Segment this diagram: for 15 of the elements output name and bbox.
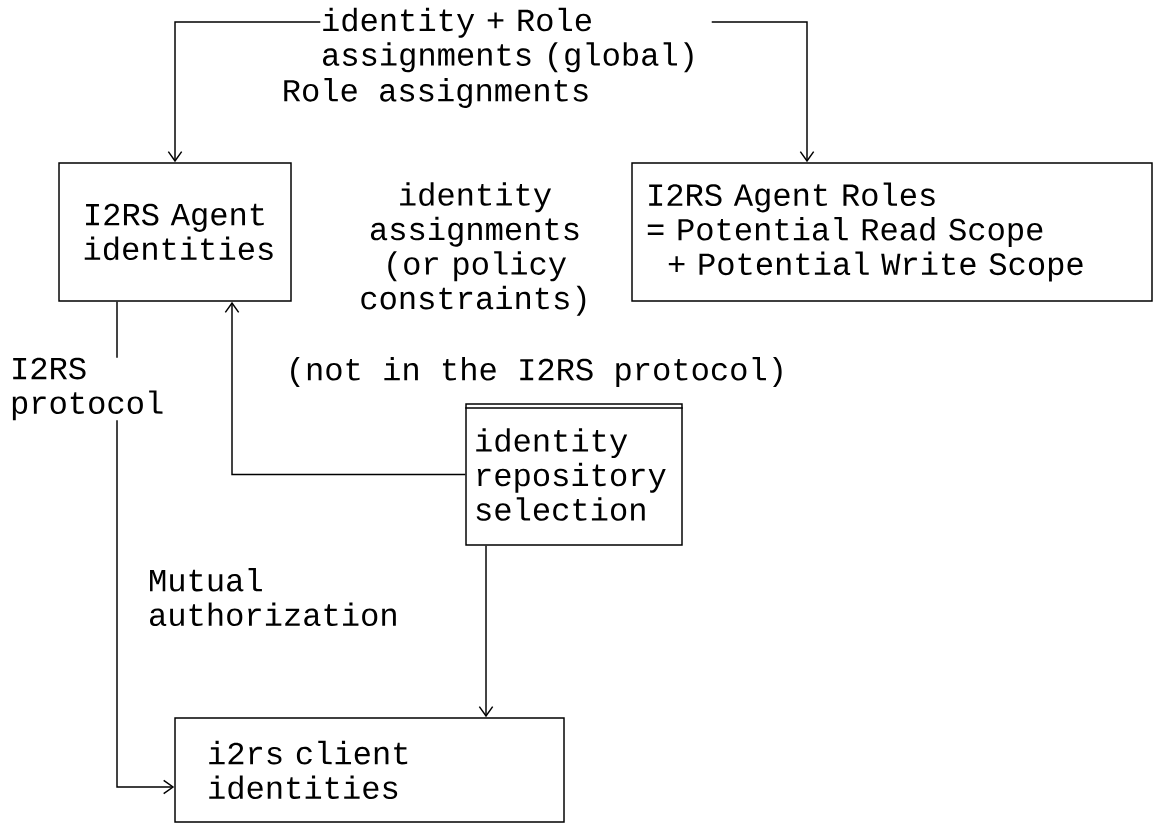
repository-box: identity repository selection — [464, 403, 684, 546]
process-box: I2RS Agent identities — [58, 162, 292, 302]
arrow — [711, 21, 815, 163]
note-label: identity assignments (or policy constraints) — [361, 182, 586, 316]
process-box: i2rs client identities — [174, 717, 565, 823]
note-label: Mutual authorization — [150, 567, 396, 627]
arrow — [224, 301, 466, 476]
arrow — [167, 21, 321, 163]
arrow — [116, 301, 175, 795]
heading-label: identity + Role assignments (global) — [323, 7, 693, 73]
arrow — [478, 545, 494, 718]
edge-label: I2RS protocol — [10, 357, 168, 421]
note-label: Role assignments — [284, 78, 588, 108]
note-label: (not in the I2RS protocol) — [291, 357, 782, 387]
process-box: I2RS Agent Roles = Potential Read Scope + Potential Write Scope — [631, 162, 1153, 302]
